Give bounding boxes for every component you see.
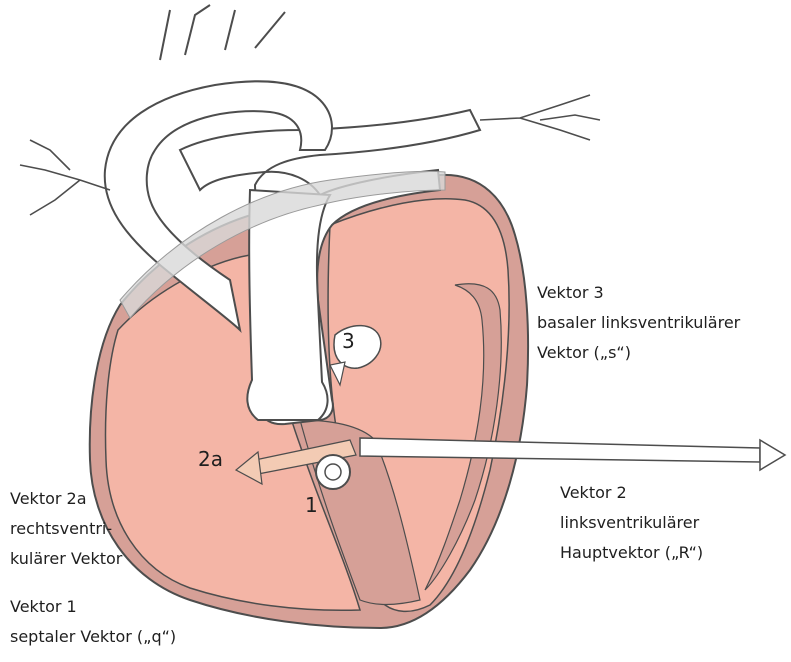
vektor1-title: Vektor 1	[10, 596, 77, 618]
vector1-inner	[325, 464, 341, 480]
vektor3-title: Vektor 3	[537, 282, 604, 304]
left-pulmonary-branches	[20, 140, 110, 215]
vector2-arrow-head	[760, 440, 785, 470]
marker-3: 3	[342, 330, 355, 352]
vektor3-desc: basaler linksventrikulärer	[537, 312, 740, 334]
vektor3-abbr: Vektor („s“)	[537, 342, 631, 364]
right-pulmonary-branches	[480, 95, 600, 140]
marker-2a: 2a	[198, 448, 223, 470]
vektor1-desc: septaler Vektor („q“)	[10, 626, 176, 648]
vektor2-abbr: Hauptvektor („R“)	[560, 542, 703, 564]
vektor2-title: Vektor 2	[560, 482, 627, 504]
vektor2-desc: linksventrikulärer	[560, 512, 699, 534]
vektor2a-desc1: rechtsventri-	[10, 518, 112, 540]
marker-1: 1	[305, 494, 318, 516]
aorta-branches	[160, 5, 285, 60]
vektor2a-desc2: kulärer Vektor	[10, 548, 122, 570]
vektor2a-title: Vektor 2a	[10, 488, 87, 510]
